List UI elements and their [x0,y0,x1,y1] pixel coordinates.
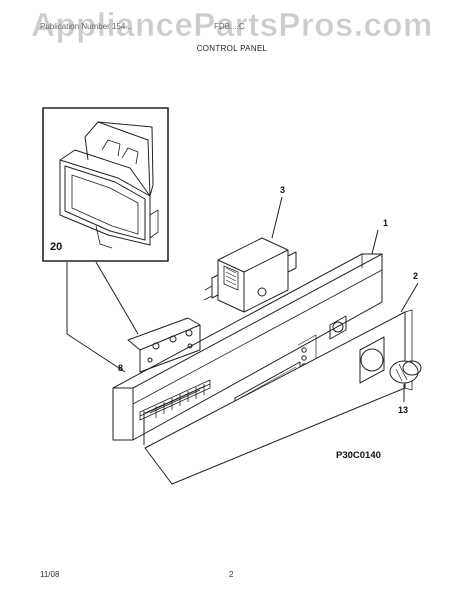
callout-13: 13 [398,405,408,415]
footer-page-number: 2 [229,570,234,579]
leader-3 [271,196,283,239]
callout-20: 20 [50,241,62,253]
panel-vents [139,379,211,421]
callout-8: 8 [118,363,123,373]
diagram-code: P30C0140 [336,450,381,461]
bracket-part-8 [127,317,201,373]
knob-part-13 [389,360,422,384]
callout-2: 2 [413,271,418,281]
inset-leaders [66,261,139,373]
footer-date: 11/08 [40,570,60,579]
model-number: FDB....C [214,22,245,31]
overlay-part-2 [144,309,413,485]
callout-3: 3 [280,185,285,195]
inset-box [42,107,169,262]
switch-part-3 [203,237,297,313]
dispenser-part-20 [59,121,159,249]
callout-1: 1 [383,218,388,228]
publication-number: Publication Number 154... [40,22,133,31]
leader-1 [371,229,379,255]
watermark: AppliancePartsPros.com [31,6,433,44]
page-title: CONTROL PANEL [196,44,268,53]
leader-2 [400,282,419,313]
